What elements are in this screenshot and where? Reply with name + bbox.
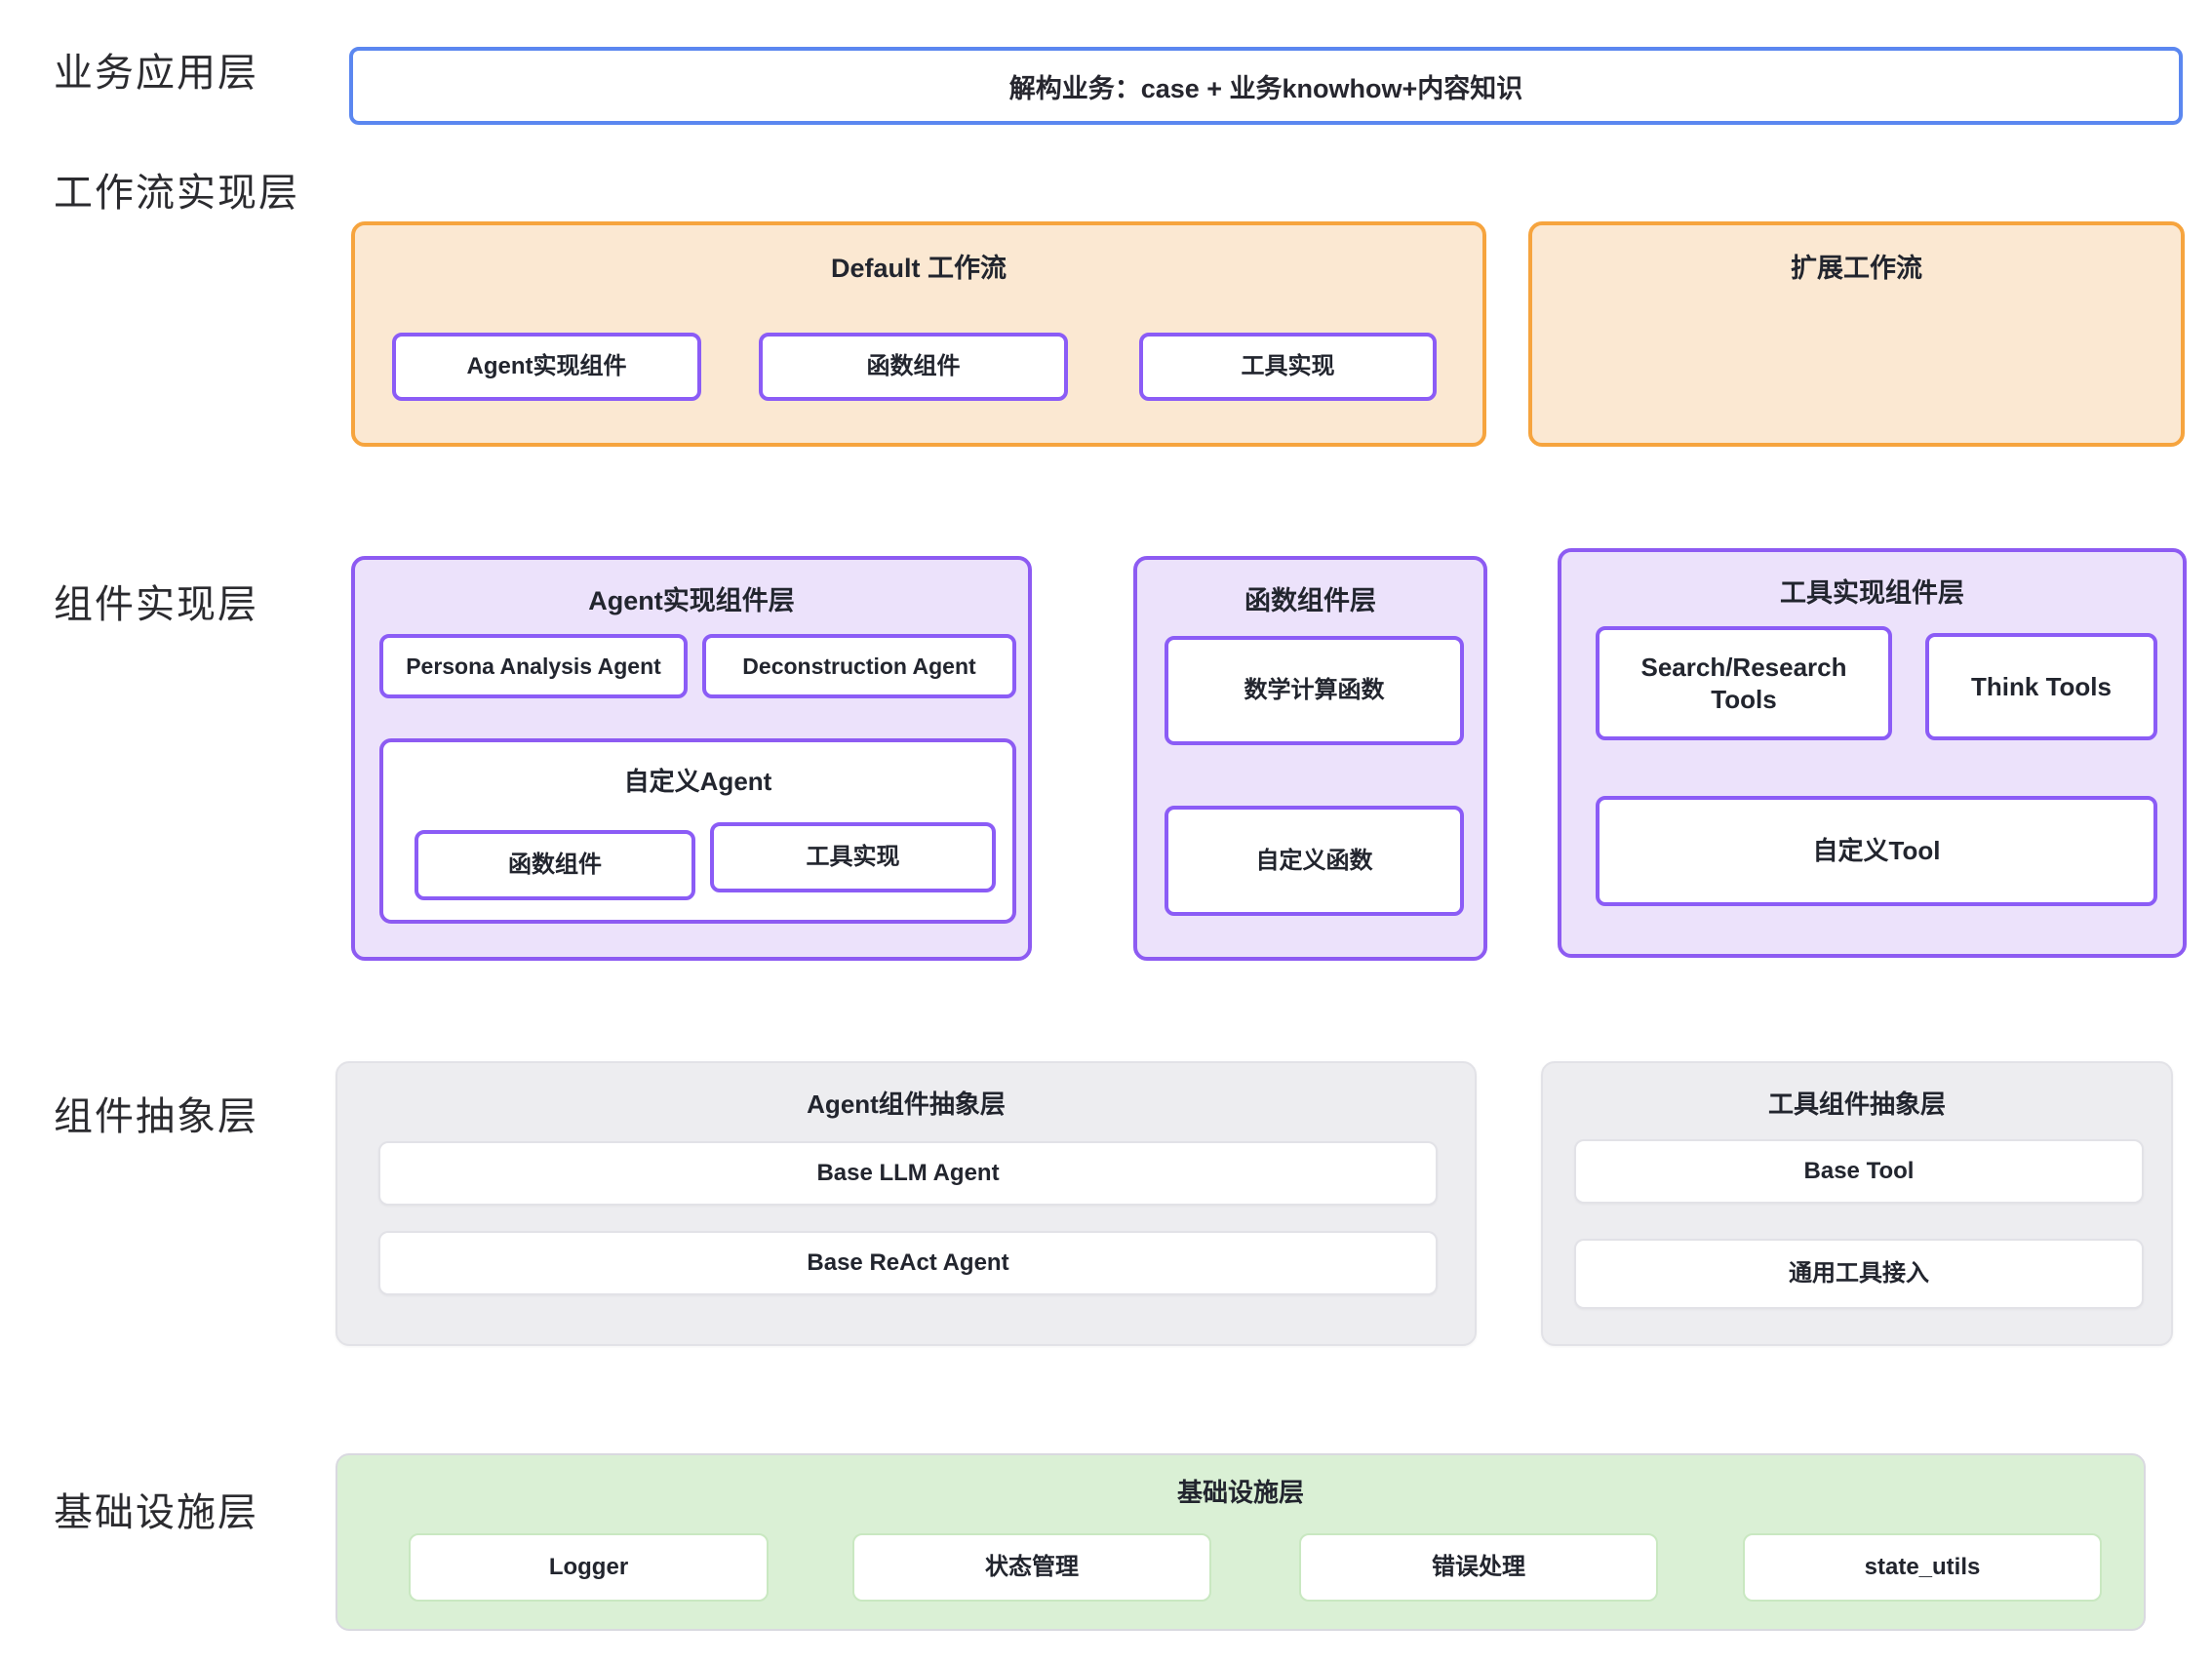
- custom-agent-tool-node: 工具实现: [710, 822, 996, 892]
- custom-agent-function-node: 函数组件: [415, 830, 695, 900]
- tool-abstraction-panel: 工具组件抽象层 Base Tool 通用工具接入: [1541, 1061, 2173, 1346]
- math-function-node: 数学计算函数: [1165, 636, 1464, 745]
- default-workflow-title: Default 工作流: [830, 254, 1007, 283]
- layer-label-workflow: 工作流实现层: [54, 172, 299, 215]
- default-workflow-panel: Default 工作流 Agent实现组件 函数组件 工具实现: [351, 221, 1486, 447]
- infra-panel: 基础设施层 Logger 状态管理 错误处理 state_utils: [336, 1453, 2146, 1631]
- agent-impl-panel: Agent实现组件层 Persona Analysis Agent Decons…: [351, 556, 1032, 961]
- search-research-tools-node: Search/Research Tools: [1596, 626, 1892, 740]
- base-react-agent-node: Base ReAct Agent: [378, 1231, 1438, 1295]
- infra-panel-title: 基础设施层: [1176, 1478, 1304, 1507]
- extended-workflow-title: 扩展工作流: [1791, 254, 1922, 283]
- business-box: 解构业务：case + 业务knowhow+内容知识: [349, 47, 2183, 125]
- tool-abstraction-title: 工具组件抽象层: [1767, 1090, 1946, 1119]
- function-panel: 函数组件层 数学计算函数 自定义函数: [1133, 556, 1487, 961]
- persona-analysis-agent-node: Persona Analysis Agent: [379, 634, 688, 698]
- workflow-item-tool-impl: 工具实现: [1139, 333, 1437, 401]
- layer-label-business: 业务应用层: [54, 52, 258, 95]
- custom-function-node: 自定义函数: [1165, 806, 1464, 916]
- layer-label-component-impl: 组件实现层: [54, 583, 258, 626]
- function-panel-title: 函数组件层: [1244, 586, 1376, 615]
- workflow-item-agent-component: Agent实现组件: [392, 333, 701, 401]
- workflow-item-function-component: 函数组件: [759, 333, 1068, 401]
- state-management-node: 状态管理: [852, 1533, 1211, 1602]
- business-box-title: 解构业务：case + 业务knowhow+内容知识: [1008, 73, 1523, 103]
- error-handling-node: 错误处理: [1299, 1533, 1658, 1602]
- deconstruction-agent-node: Deconstruction Agent: [702, 634, 1016, 698]
- layer-label-infra: 基础设施层: [54, 1491, 258, 1534]
- base-llm-agent-node: Base LLM Agent: [378, 1141, 1438, 1206]
- tool-impl-panel-title: 工具实现组件层: [1780, 578, 1964, 608]
- state-utils-node: state_utils: [1743, 1533, 2102, 1602]
- generic-tool-access-node: 通用工具接入: [1574, 1239, 2144, 1309]
- logger-node: Logger: [409, 1533, 769, 1602]
- base-tool-node: Base Tool: [1574, 1139, 2144, 1204]
- custom-agent-title: 自定义Agent: [623, 767, 772, 796]
- tool-impl-panel: 工具实现组件层 Search/Research Tools Think Tool…: [1558, 548, 2187, 958]
- agent-impl-panel-title: Agent实现组件层: [588, 586, 795, 615]
- layer-label-abstraction: 组件抽象层: [54, 1095, 258, 1138]
- agent-abstraction-panel: Agent组件抽象层 Base LLM Agent Base ReAct Age…: [336, 1061, 1477, 1346]
- custom-tool-node: 自定义Tool: [1596, 796, 2157, 906]
- agent-abstraction-title: Agent组件抽象层: [807, 1090, 1006, 1119]
- think-tools-node: Think Tools: [1925, 633, 2157, 740]
- custom-agent-container: 自定义Agent 函数组件 工具实现: [379, 738, 1016, 924]
- extended-workflow-panel: 扩展工作流: [1528, 221, 2185, 447]
